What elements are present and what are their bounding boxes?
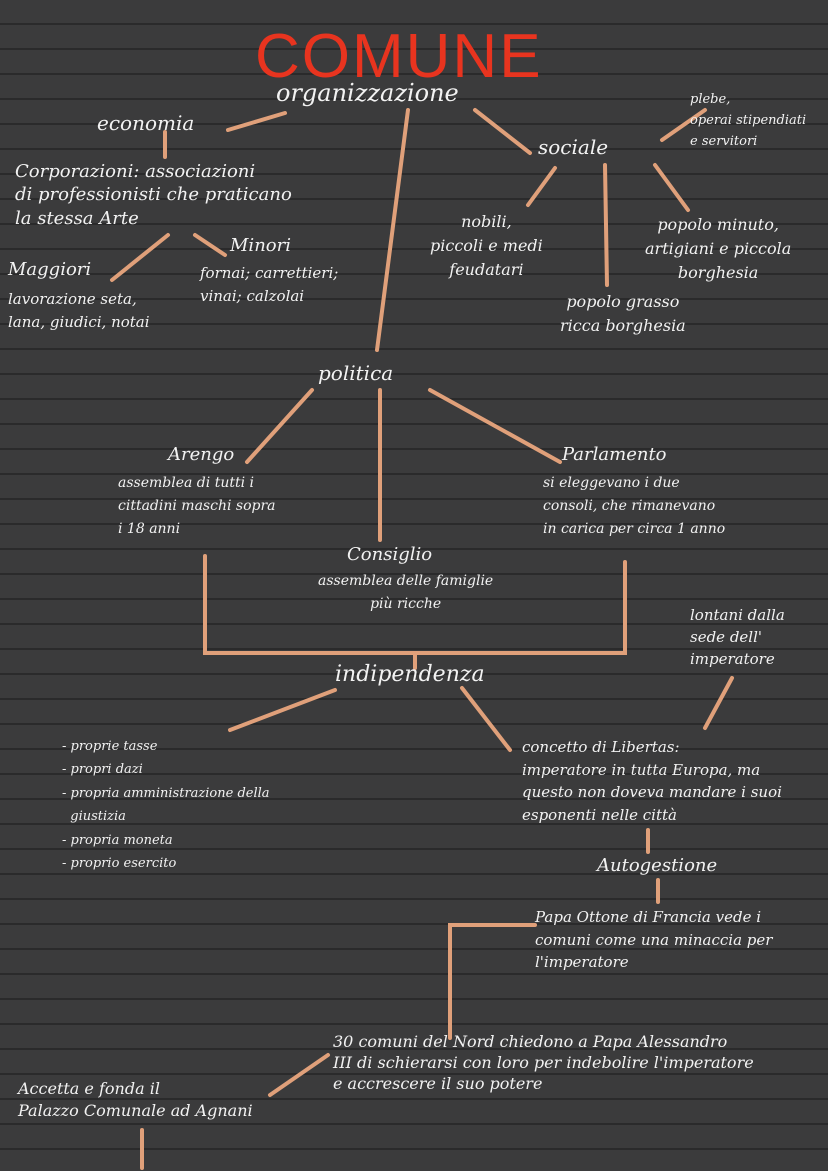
node-autogestione: Autogestione xyxy=(597,855,718,876)
subtitle-organizzazione: organizzazione xyxy=(276,79,459,107)
link-indipendenza-list xyxy=(228,688,337,732)
node-accetta: Accetta e fonda il Palazzo Comunale ad A… xyxy=(18,1079,253,1121)
node-plebe: plebe, operai stipendiati e servitori xyxy=(690,92,807,149)
link-corporazioni-maggiori xyxy=(110,233,170,282)
link-trenta-accetta xyxy=(268,1053,330,1097)
node-consiglio-title: Consiglio xyxy=(347,544,433,565)
node-papa-ottone: Papa Ottone di Francia vede i comuni com… xyxy=(535,908,773,971)
node-nobili: nobili, piccoli e medi feudatari xyxy=(430,212,543,279)
node-consiglio-text: assemblea delle famiglie più ricche xyxy=(318,573,494,613)
node-sociale: sociale xyxy=(538,135,609,159)
node-arengo-text: assemblea di tutti i cittadini maschi so… xyxy=(118,475,276,538)
link-papa-trenta-comuni xyxy=(448,923,537,1040)
node-maggiori-text: lavorazione seta, lana, giudici, notai xyxy=(8,290,150,331)
page-title: COMUNE xyxy=(255,22,543,91)
node-parlamento-text: si eleggevano i due consoli, che rimanev… xyxy=(543,475,726,538)
node-popolo-grasso: popolo grasso ricca borghesia xyxy=(560,292,686,335)
link-sociale-nobili xyxy=(526,166,557,207)
link-sociale-popolo-minuto xyxy=(653,163,690,212)
node-minori-text: fornai; carrettieri; vinai; calzolai xyxy=(200,264,339,305)
link-organizzazione-sociale xyxy=(473,108,532,155)
link-lontani-libertas xyxy=(703,676,734,730)
link-corporazioni-minori xyxy=(193,233,227,257)
link-sociale-plebe xyxy=(660,108,707,142)
node-autonomie-list: - proprie tasse - propri dazi - propria … xyxy=(62,739,270,871)
link-politica-parlamento xyxy=(428,388,562,464)
link-indipendenza-libertas xyxy=(460,686,512,752)
node-economia: economia xyxy=(97,111,195,135)
link-organizzazione-economia xyxy=(226,111,287,132)
link-politica-arengo xyxy=(245,388,314,464)
node-corporazioni: Corporazioni: associazioni di profession… xyxy=(15,161,292,229)
node-minori-title: Minori xyxy=(230,235,291,256)
node-politica: politica xyxy=(318,361,394,385)
node-libertas: concetto di Libertas: imperatore in tutt… xyxy=(522,738,782,824)
node-arengo-title: Arengo xyxy=(168,444,235,465)
node-lontani: lontani dalla sede dell' imperatore xyxy=(690,606,785,668)
node-maggiori-title: Maggiori xyxy=(8,259,92,280)
link-organizzazione-politica xyxy=(375,108,410,352)
node-trenta-comuni: 30 comuni del Nord chiedono a Papa Aless… xyxy=(333,1032,754,1093)
node-parlamento-title: Parlamento xyxy=(562,444,667,465)
node-indipendenza: indipendenza xyxy=(335,662,485,687)
node-popolo-minuto: popolo minuto, artigiani e piccola borgh… xyxy=(645,215,792,282)
link-sociale-popolo-grasso xyxy=(603,163,609,287)
